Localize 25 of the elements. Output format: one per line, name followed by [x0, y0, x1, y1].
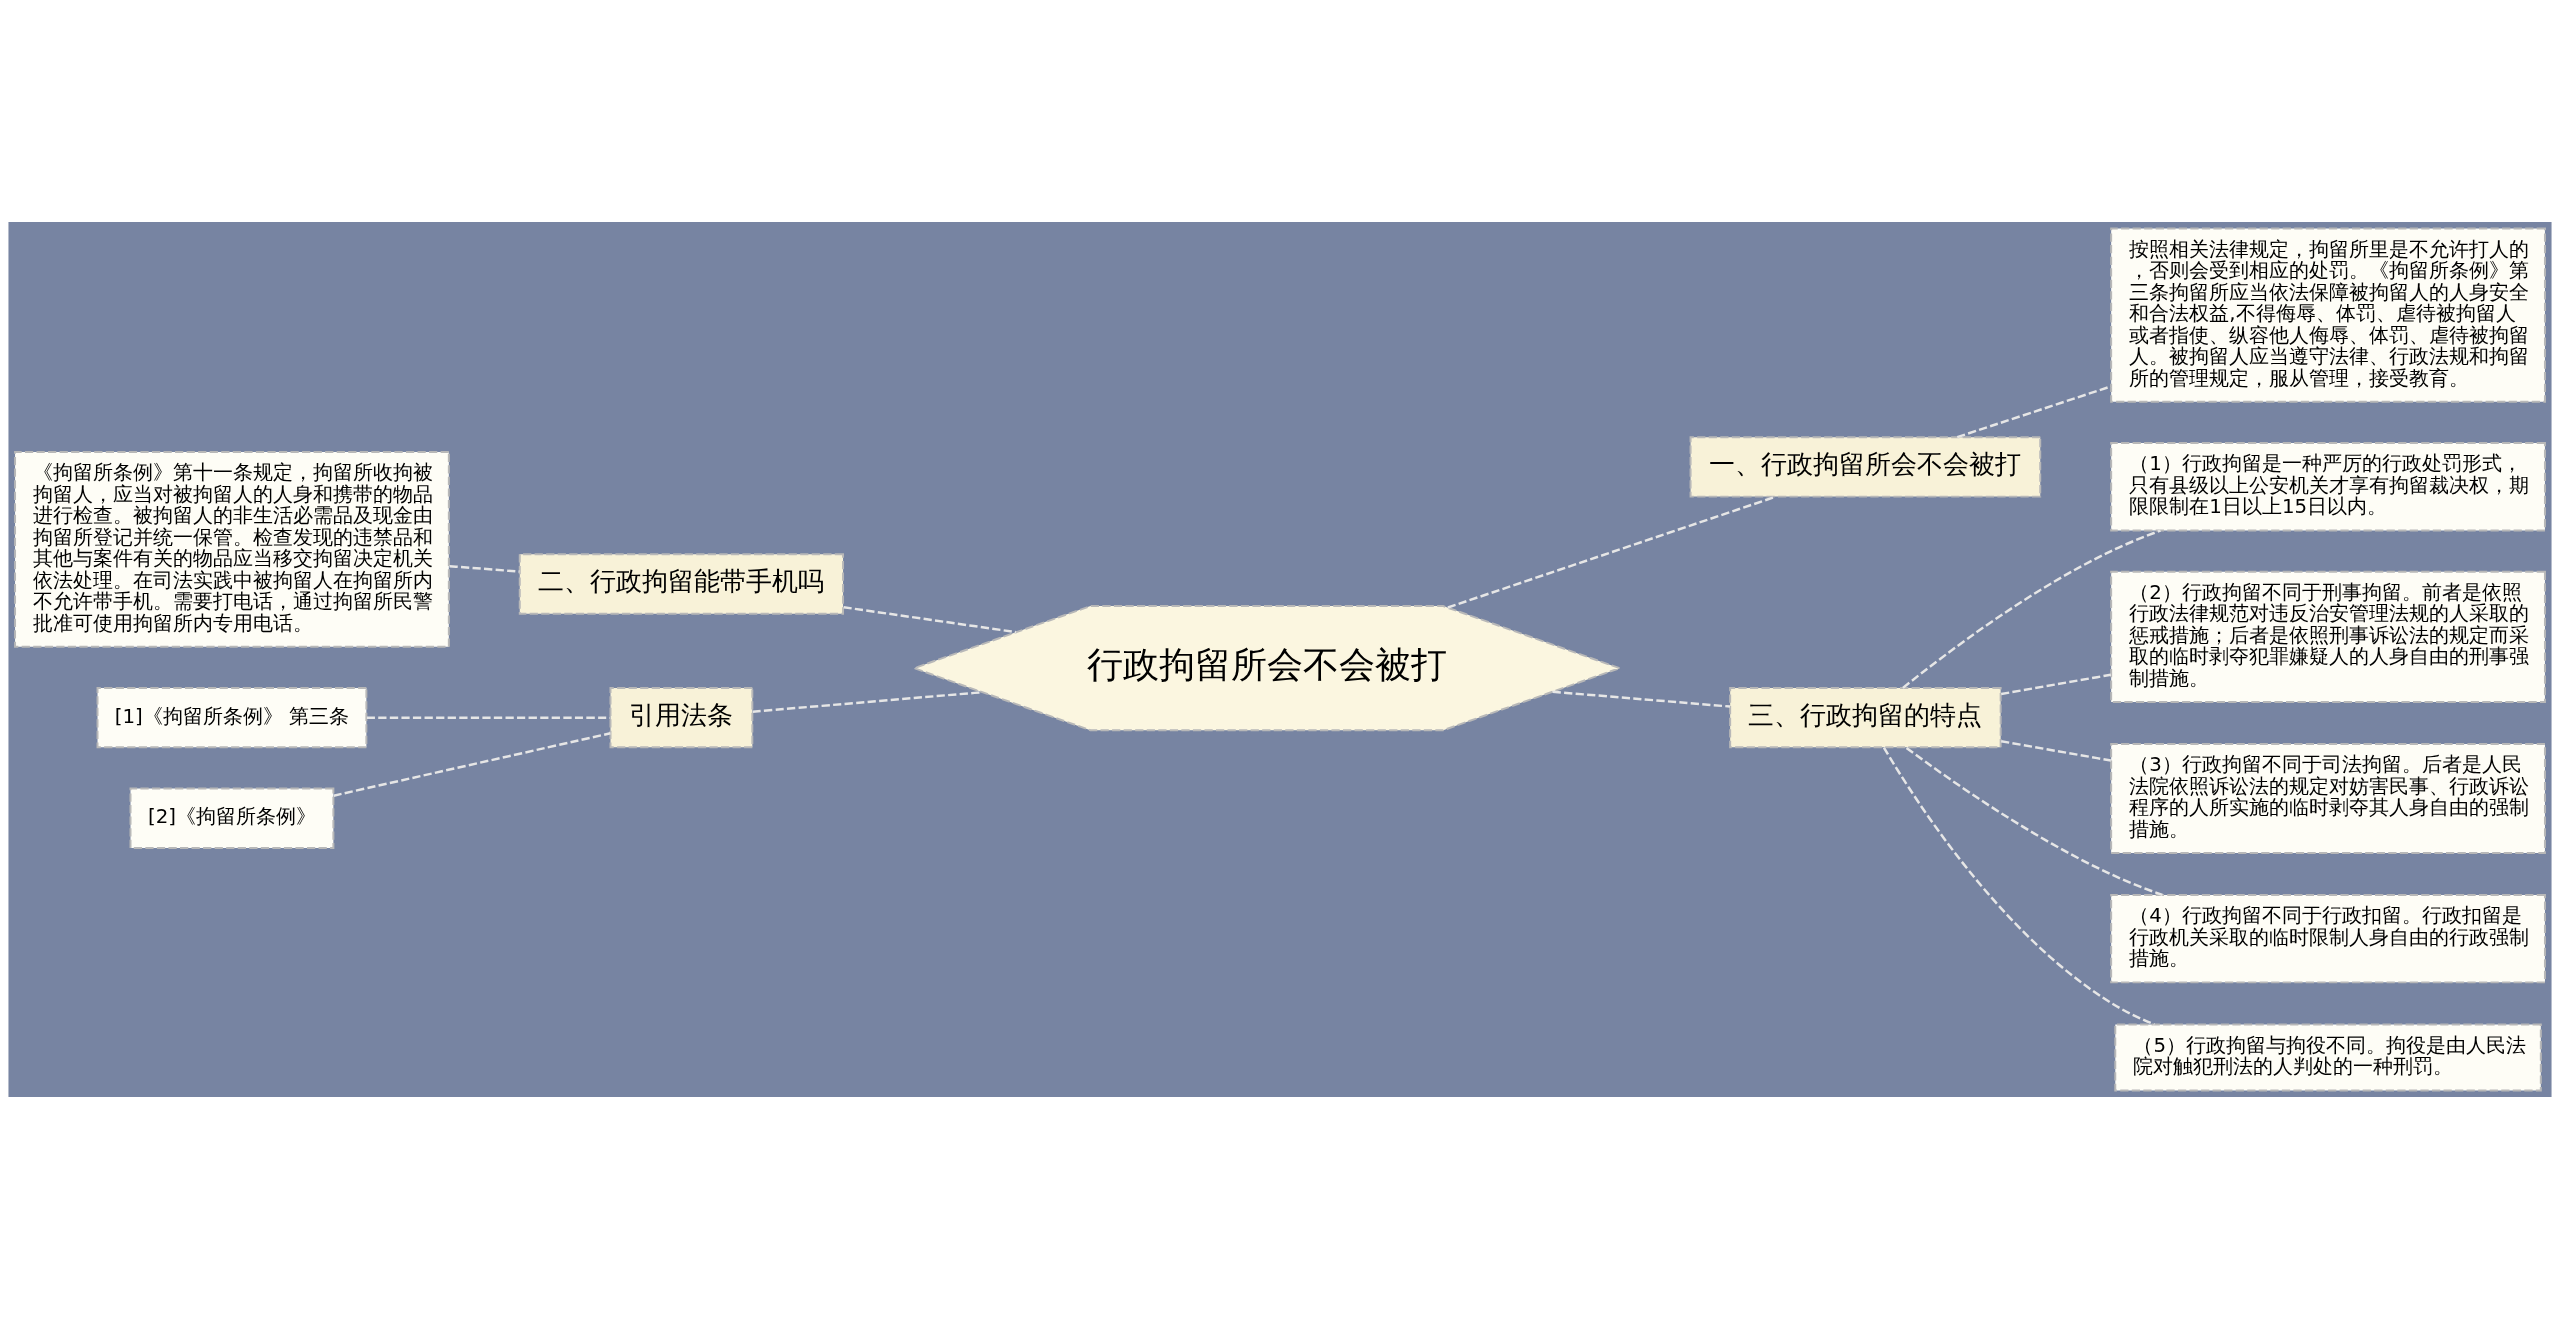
connector — [1882, 746, 2155, 1026]
connector — [333, 732, 611, 797]
connector — [1447, 495, 1776, 609]
node-box: 三、行政拘留的特点 — [1729, 686, 2002, 749]
connector — [449, 564, 520, 573]
connector — [2000, 673, 2112, 696]
node-box: 《拘留所条例》第十一条规定，拘留所收拘被拘留人，应当对被拘留人的人身和携带的物品进行检查。被拘留人的非生活必需品及现金由拘留所登记并统一保管。检查发现的违禁品和其他与案件有关的物品应当移交拘留决定机关依法处理。在司法实践中被拘留人在拘留所内不允许带手机。需要打电话，通过拘留所民警批准可使用拘留所内专用电话。 — [14, 451, 450, 648]
node-box: （1）行政拘留是一种严厉的行政处罚形式，只有县级以上公安机关才享有拘留裁决权，期限限制在1日以上15日以内。 — [2110, 442, 2546, 532]
connector — [1905, 746, 2163, 897]
node-box: （4）行政拘留不同于行政扣留。行政扣留是行政机关采取的临时限制人身自由的行政强制措施。 — [2110, 893, 2546, 984]
connector — [366, 716, 610, 719]
node-box: 一、行政拘留所会不会被打 — [1689, 436, 2042, 498]
node-box: （3）行政拘留不同于司法拘留。后者是人民法院依照诉讼法的规定对妨害民事、行政诉讼程序的人所实施的临时剥夺其人身自由的强制措施。 — [2110, 743, 2546, 854]
node-box: [1]《拘留所条例》 第三条 — [96, 686, 368, 749]
node-box: 引用法条 — [609, 686, 754, 749]
node-box: 按照相关法律规定，拘留所里是不允许打人的，否则会受到相应的处罚。《拘留所条例》第三条拘留所应当依法保障被拘留人的人身安全和合法权益,不得侮辱、体罚、虐待被拘留人或者指使、纵容他人侮辱、体罚、虐待被拘留人。被拘留人应当遵守法律、行政法规和拘留所的管理规定，服从管理，接受教育。 — [2110, 227, 2546, 403]
connector — [843, 606, 1017, 634]
node-box: 二、行政拘留能带手机吗 — [518, 553, 845, 615]
node-box: （5）行政拘留与拘役不同。拘役是由人民法院对触犯刑法的人判处的一种刑罚。 — [2114, 1023, 2542, 1092]
node-box: （2）行政拘留不同于刑事拘留。前者是依照行政法律规范对违反治安管理法规的人采取的惩戒措施；后者是依照刑事诉讼法的规定而采取的临时剥夺犯罪嫌疑人的人身自由的刑事强制措施。 — [2110, 570, 2546, 703]
connector — [1902, 529, 2161, 689]
connector — [752, 691, 983, 713]
connector — [2000, 740, 2112, 762]
node-box: [2]《拘留所条例》 — [129, 787, 335, 849]
connector — [1552, 690, 1731, 708]
